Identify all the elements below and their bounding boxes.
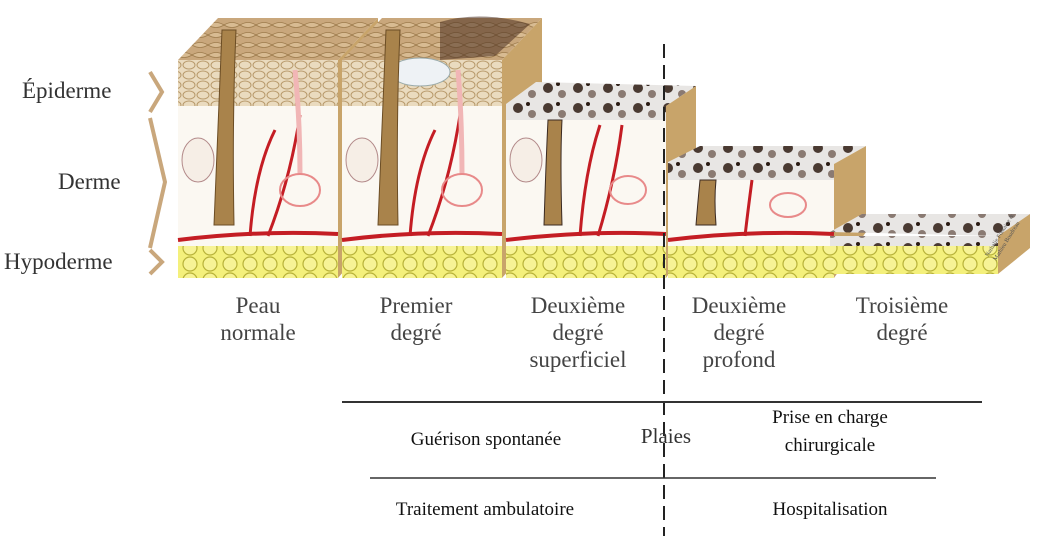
surgical-line: chirurgicale	[730, 432, 930, 460]
outpatient-text: Traitement ambulatoire	[360, 496, 610, 524]
spontaneous-healing-text: Guérison spontanée	[376, 426, 596, 454]
surgical-line: Prise en charge	[730, 404, 930, 432]
hospitalisation-text: Hospitalisation	[740, 496, 920, 524]
surgical-care-text: Prise en charge chirurgicale	[730, 404, 930, 460]
wounds-text: Plaies	[626, 422, 706, 450]
